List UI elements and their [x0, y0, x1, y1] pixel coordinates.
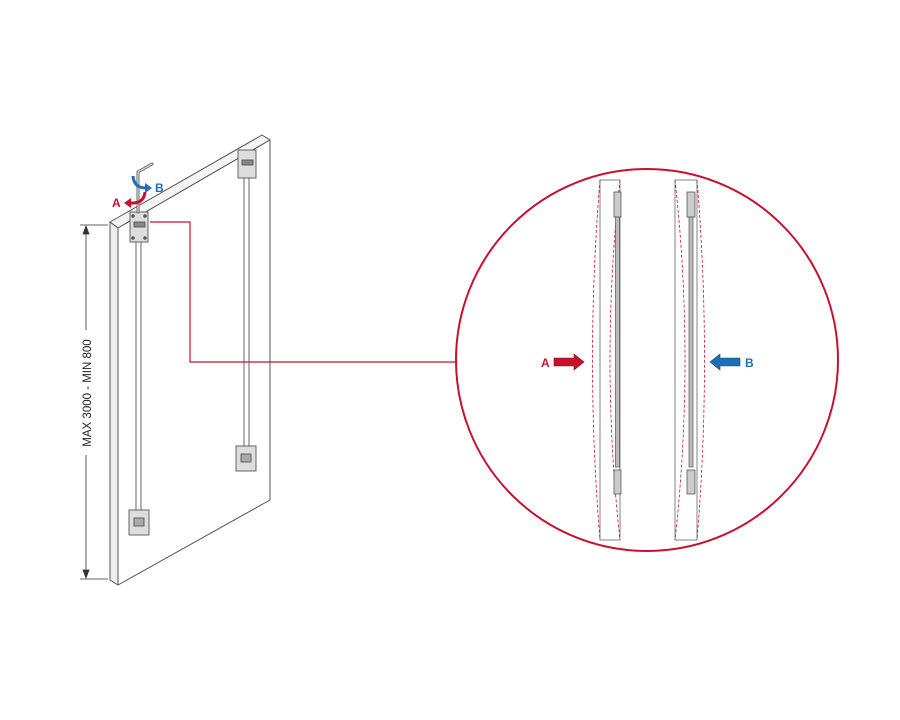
push-b-arrow-icon — [709, 353, 741, 371]
label-a: A — [112, 196, 121, 210]
left-strap — [128, 211, 150, 536]
dimension-label: MAX 3000 - MIN 800 — [82, 339, 94, 446]
label-b: B — [155, 181, 164, 195]
push-a-arrow-icon — [553, 353, 585, 371]
rotate-a-icon — [129, 191, 147, 205]
hex-key-icon-inner — [137, 163, 153, 213]
detail-label-a: A — [541, 356, 550, 370]
callout-leader — [150, 221, 457, 363]
right-strap — [235, 149, 257, 472]
detail-label-b: B — [745, 356, 754, 370]
detail-a: A — [541, 179, 622, 541]
rotate-a-arrowhead — [124, 198, 131, 208]
door-side-edge — [109, 221, 119, 586]
detail-circle — [455, 168, 839, 552]
detail-b: B — [674, 179, 754, 541]
dimension-label-bg — [80, 330, 92, 455]
rotate-b-arrowhead — [145, 183, 152, 193]
rotate-b-icon — [131, 175, 147, 190]
